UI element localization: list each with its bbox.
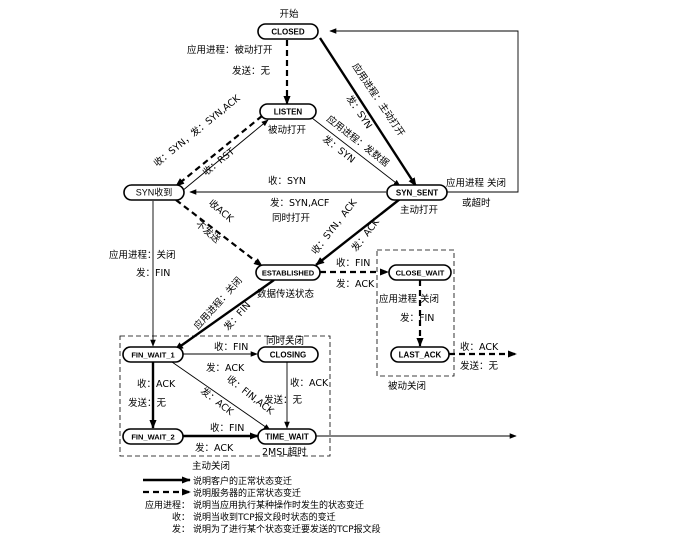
arrow-closed-synsent xyxy=(318,37,418,187)
svg-text:LISTEN: LISTEN xyxy=(274,108,303,117)
svg-text:SYN_SENT: SYN_SENT xyxy=(396,189,438,198)
arrow-synrcvd-est xyxy=(175,199,263,267)
label-synsent-synrcvd-send: 发：SYN,ACF xyxy=(270,197,329,209)
svg-text:TIME_WAIT: TIME_WAIT xyxy=(265,433,309,442)
active-close-frame xyxy=(119,335,331,457)
label-start: 开始 xyxy=(279,8,299,20)
svg-text:ESTABLISHED: ESTABLISHED xyxy=(262,269,315,278)
svg-text:SYN收到: SYN收到 xyxy=(136,187,173,198)
label-synrcvd-fin-send: 发：FIN xyxy=(136,267,170,279)
label-or-timeout: 或超时 xyxy=(462,197,491,209)
svg-text:FIN_WAIT_2: FIN_WAIT_2 xyxy=(131,433,174,442)
legend-client-text: 说明客户的正常状态变迁 xyxy=(193,475,292,487)
legend-app-key: 应用进程： xyxy=(145,499,190,511)
arrow-synsent-closed xyxy=(329,28,519,193)
label-fw2-tw-send: 发：ACK xyxy=(195,442,234,454)
label-fw2-tw-recv: 收：FIN xyxy=(210,422,244,434)
arrow-synsent-est xyxy=(315,198,401,266)
svg-text:FIN_WAIT_1: FIN_WAIT_1 xyxy=(131,351,174,360)
label-la-close-recv: 收：ACK xyxy=(460,341,499,353)
legend-recv-key: 收： xyxy=(172,511,190,523)
legend-server-text: 说明服务器的正常状态变迁 xyxy=(193,487,301,499)
label-fw1-closing-recv: 收：FIN xyxy=(214,341,248,353)
arrow-fw1-timewait xyxy=(171,361,271,431)
state-time-wait: TIME_WAIT xyxy=(257,428,317,445)
label-active-open: 主动打开 xyxy=(400,204,439,216)
label-est-fin-send: 发：FIN xyxy=(221,299,253,333)
legend-app-desc: 说明当应用执行某种操作时发生的状态变迁 xyxy=(193,499,364,511)
arrow-est-fw1 xyxy=(174,279,275,351)
label-fw1-tw-send: 发：ACK xyxy=(198,385,236,418)
label-synrcvd-fin-app: 应用进程：关闭 xyxy=(109,249,176,261)
legend-send-key: 发： xyxy=(172,523,190,535)
state-fin-wait-2: FIN_WAIT_2 xyxy=(122,428,184,445)
arrow-listen-synrcvd xyxy=(175,115,263,187)
svg-text:CLOSED: CLOSED xyxy=(271,28,305,37)
state-closed: CLOSED xyxy=(257,23,319,40)
state-close-wait: CLOSE_WAIT xyxy=(388,264,452,281)
label-synsent-close: 应用进程 关闭 xyxy=(446,177,506,189)
state-syn-sent: SYN_SENT xyxy=(386,184,448,201)
label-cw-la-send: 发：FIN xyxy=(400,312,434,324)
label-synsent-synrcvd-recv: 收：SYN xyxy=(268,175,306,187)
label-synrcvd-est-recv: 收ACK xyxy=(206,197,236,225)
label-closing-tw-send: 发送：无 xyxy=(264,394,303,406)
label-est-cw-send: 发：ACK xyxy=(336,278,375,290)
label-est-cw-recv: 收：FIN xyxy=(336,257,370,269)
state-syn-rcvd: SYN收到 xyxy=(123,184,185,201)
passive-close-frame xyxy=(376,249,455,377)
legend-recv-desc: 说明当收到TCP报文段时状态的变迁 xyxy=(193,511,336,523)
state-closing: CLOSING xyxy=(257,346,319,363)
state-fin-wait-1: FIN_WAIT_1 xyxy=(122,346,184,363)
state-last-ack: LAST_ACK xyxy=(390,346,450,363)
label-listen-note: 被动打开 xyxy=(268,124,307,136)
state-listen: LISTEN xyxy=(259,103,317,120)
label-msl-timeout: 2MSL超时 xyxy=(262,446,307,458)
label-cw-la-app: 应用进程 关闭 xyxy=(379,293,439,305)
label-fw1-fw2-recv: 收：ACK xyxy=(137,378,176,390)
svg-text:CLOSE_WAIT: CLOSE_WAIT xyxy=(396,269,445,278)
label-simultaneous-open: 同时打开 xyxy=(272,212,311,224)
legend: 说明客户的正常状态变迁 说明服务器的正常状态变迁 应用进程： 说明当应用执行某种… xyxy=(143,475,381,535)
label-closed-listen-app: 应用进程：被动打开 xyxy=(187,44,273,56)
svg-text:CLOSING: CLOSING xyxy=(270,351,306,360)
label-simultaneous-close: 同时关闭 xyxy=(266,335,304,347)
label-fw1-fw2-send: 发送：无 xyxy=(128,397,167,409)
arrow-listen-synsent xyxy=(311,117,401,187)
legend-send-desc: 说明为了进行某个状态变迁要发送的TCP报文段 xyxy=(193,523,381,535)
label-closing-tw-recv: 收：ACK xyxy=(290,377,329,389)
label-la-close-send: 发送：无 xyxy=(460,360,499,372)
label-data-transfer: 数据传送状态 xyxy=(257,288,315,300)
svg-text:LAST_ACK: LAST_ACK xyxy=(399,351,442,360)
label-active-close: 主动关闭 xyxy=(192,460,230,472)
arrow-synrcvd-listen xyxy=(175,119,269,197)
label-passive-close: 被动关闭 xyxy=(388,380,426,392)
state-established: ESTABLISHED xyxy=(255,264,321,281)
label-closed-listen-send: 发送：无 xyxy=(232,65,271,77)
label-fw1-closing-send: 发：ACK xyxy=(206,362,245,374)
